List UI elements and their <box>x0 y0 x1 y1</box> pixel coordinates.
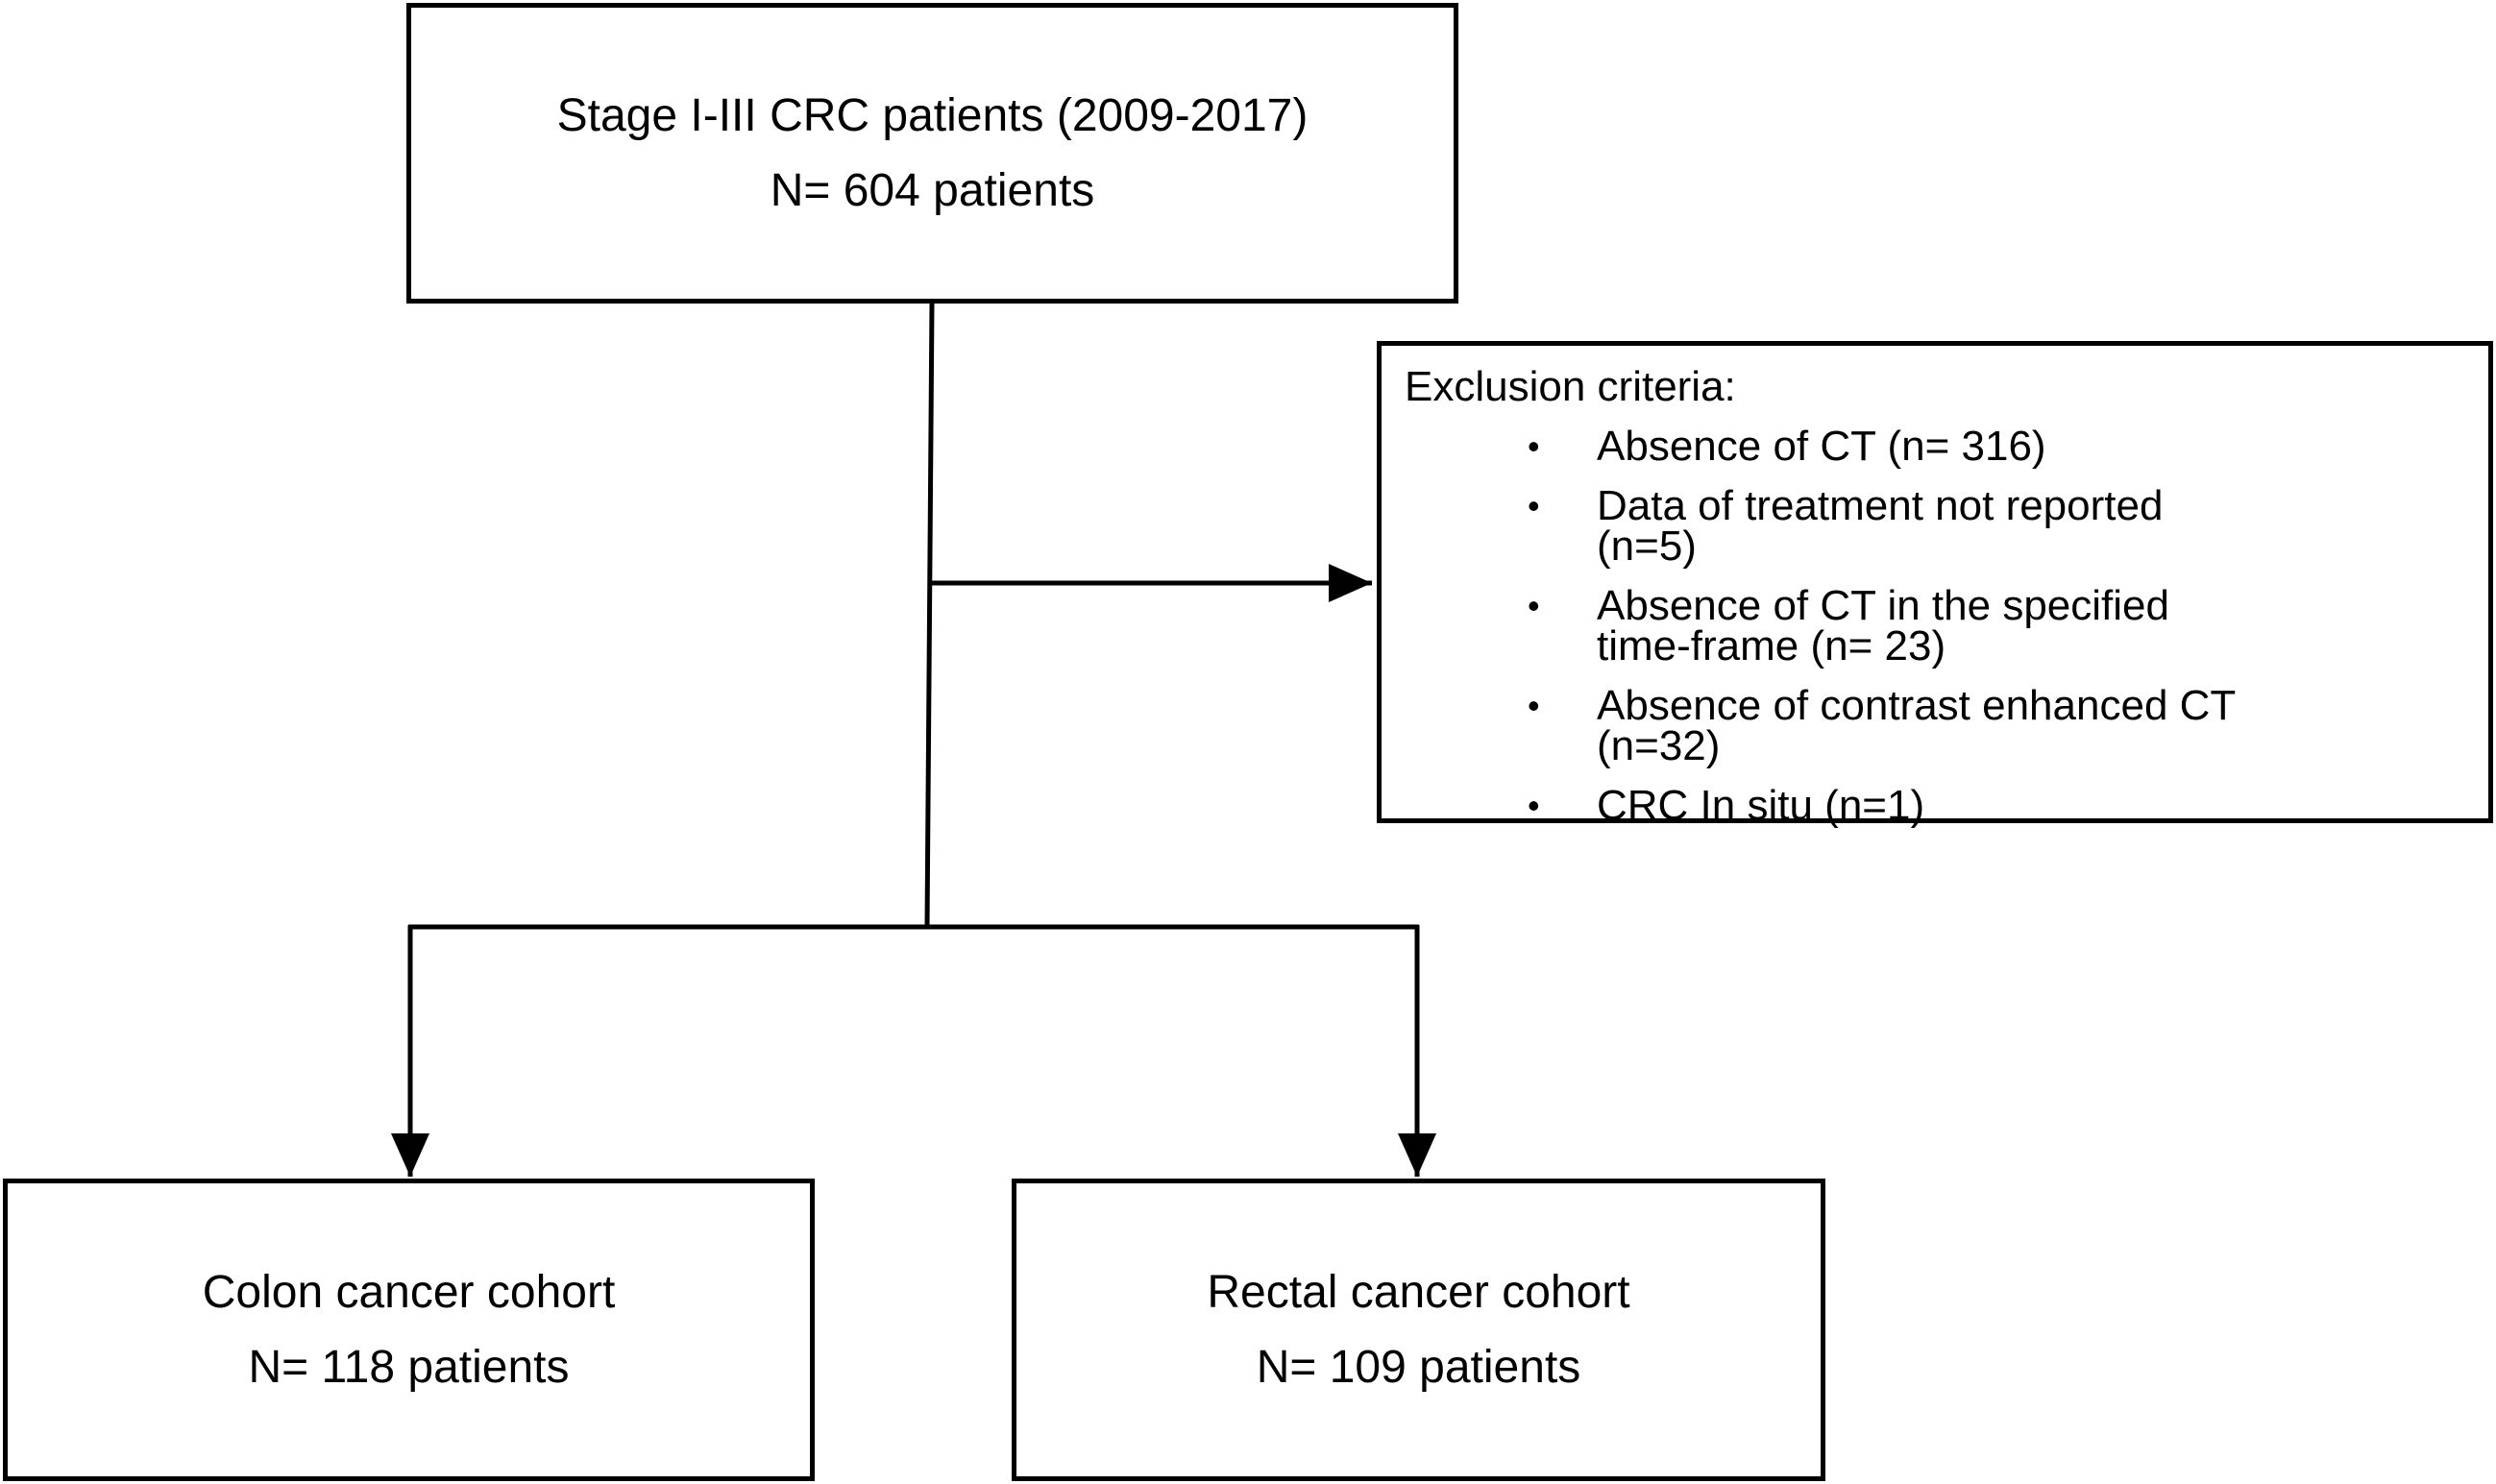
exclusion-item-text: CRC In situ (n=1) <box>1597 782 1925 829</box>
exclusion-item: • Absence of contrast enhanced CT (n=32) <box>1405 682 2269 769</box>
exclusion-item: • Absence of CT (n= 316) <box>1405 423 2269 470</box>
exclusion-criteria-title: Exclusion criteria: <box>1405 363 1736 410</box>
connector-main-vertical <box>924 303 935 928</box>
colon-cohort-title: Colon cancer cohort <box>202 1266 616 1318</box>
exclusion-criteria-list: • Absence of CT (n= 316) • Data of treat… <box>1405 423 2488 829</box>
exclusion-item-text: Data of treatment not reported (n=5) <box>1597 482 2164 570</box>
exclusion-item: • CRC In situ (n=1) <box>1405 782 2269 829</box>
exclusion-item-text: Absence of CT in the specified time-fram… <box>1597 582 2169 669</box>
rectal-cohort-count: N= 109 patients <box>1256 1341 1581 1393</box>
colon-cohort-box: Colon cancer cohort N= 118 patients <box>3 1179 815 1481</box>
exclusion-criteria-box: Exclusion criteria: • Absence of CT (n= … <box>1377 341 2493 829</box>
cohort-source-title: Stage I-III CRC patients (2009-2017) <box>556 89 1309 141</box>
cohort-source-box: Stage I-III CRC patients (2009-2017) N= … <box>406 3 1458 304</box>
bullet-icon: • <box>1528 426 1540 466</box>
colon-cohort-count: N= 118 patients <box>248 1341 570 1393</box>
rectal-cohort-box: Rectal cancer cohort N= 109 patients <box>1012 1179 1825 1481</box>
bullet-icon: • <box>1528 486 1540 525</box>
exclusion-item-text: Absence of CT (n= 316) <box>1597 423 2046 470</box>
exclusion-item: • Data of treatment not reported (n=5) <box>1405 482 2269 570</box>
bullet-icon: • <box>1528 786 1540 825</box>
exclusion-item-text: Absence of contrast enhanced CT (n=32) <box>1597 682 2236 769</box>
cohort-source-count: N= 604 patients <box>770 164 1095 216</box>
exclusion-item: • Absence of CT in the specified time-fr… <box>1405 582 2269 669</box>
rectal-cohort-title: Rectal cancer cohort <box>1207 1266 1630 1318</box>
bullet-icon: • <box>1528 686 1540 725</box>
bullet-icon: • <box>1528 586 1540 625</box>
